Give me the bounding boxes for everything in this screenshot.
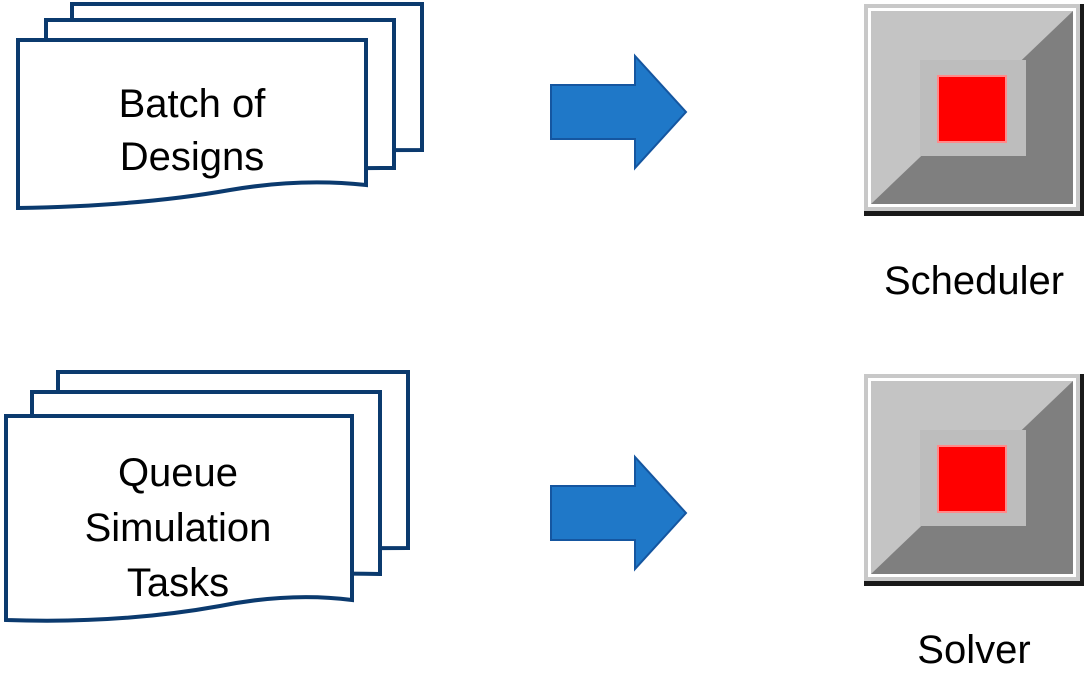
document-stack-queue-simulation-tasks: Queue Simulation Tasks: [4, 370, 410, 623]
scheduler-label: Scheduler: [884, 259, 1064, 303]
document-label-line-3: Tasks: [127, 561, 229, 605]
document-label-line-1: Batch of: [119, 82, 267, 126]
solver-stop-button-icon: [863, 373, 1084, 587]
document-label-line-1: Queue: [118, 451, 238, 495]
arrow-right-icon: [550, 456, 687, 570]
document-page-front: [4, 414, 354, 623]
document-page-front: [16, 38, 368, 211]
solver-label: Solver: [917, 628, 1030, 672]
arrow-right-icon: [550, 55, 687, 169]
scheduler-stop-button-icon: [863, 3, 1084, 217]
document-label-line-2: Designs: [120, 135, 265, 179]
document-stack-batch-of-designs: Batch of Designs: [16, 2, 424, 211]
document-label-line-2: Simulation: [85, 506, 272, 550]
